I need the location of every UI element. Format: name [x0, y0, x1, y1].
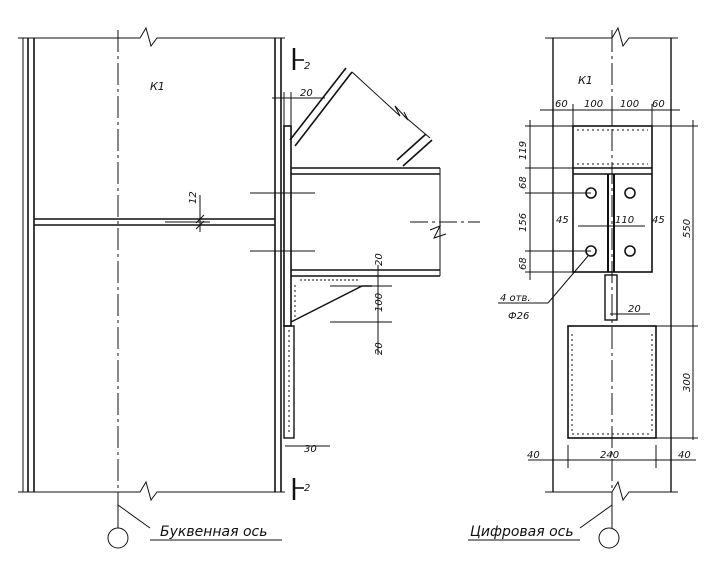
left-view [18, 26, 480, 549]
dim-base-h: 300 [682, 373, 693, 392]
letter-axis-label: Буквенная ось [160, 524, 267, 540]
dim-bolt-mid: 110 [615, 215, 634, 226]
break-line-bottom [18, 480, 285, 502]
axis-bubble-right [598, 527, 620, 549]
dim-h4: 68 [518, 257, 529, 270]
end-plate [283, 125, 292, 327]
dim-base-right: 40 [678, 450, 691, 461]
dim-base-w: 240 [600, 450, 619, 461]
dim-web: 12 [188, 191, 199, 204]
bolt-hole-icon [624, 245, 636, 257]
section-mark-top: 2 [304, 61, 310, 72]
right-view [468, 26, 698, 549]
bolt-hole-icon [624, 187, 636, 199]
dim-bolt-left: 45 [556, 215, 569, 226]
dim-h2: 68 [518, 176, 529, 189]
dim-base-left: 40 [527, 450, 540, 461]
dim-total-h: 550 [682, 219, 693, 238]
dim-bottom-gap: 30 [304, 444, 317, 455]
axis-bubble-left [107, 527, 129, 549]
dim-w2: 100 [584, 99, 603, 110]
dim-stiff-bottom: 20 [374, 342, 385, 355]
base-plate [567, 325, 657, 439]
holes-label-1: 4 отв. [500, 293, 531, 304]
break-line-top [18, 26, 285, 48]
k1-label-left: К1 [150, 80, 165, 93]
dim-w1: 60 [555, 99, 568, 110]
section-mark-bottom: 2 [304, 483, 310, 494]
dim-rib-gap: 20 [628, 304, 641, 315]
dim-h3: 156 [518, 213, 529, 232]
k1-label-right: К1 [578, 74, 593, 87]
digital-axis-label: Цифровая ось [470, 524, 574, 540]
dim-bolt-right: 45 [652, 215, 665, 226]
labels: К1 К1 2 2 Буквенная ось Цифровая ось 4 о… [150, 61, 693, 540]
dim-h1: 119 [518, 141, 529, 160]
dim-w4: 60 [652, 99, 665, 110]
dim-top-plate: 20 [300, 88, 313, 99]
dim-stiff-h: 100 [374, 293, 385, 312]
holes-label-2: Ф26 [508, 311, 529, 322]
dim-w3: 100 [620, 99, 639, 110]
dim-stiff-top: 20 [374, 253, 385, 266]
